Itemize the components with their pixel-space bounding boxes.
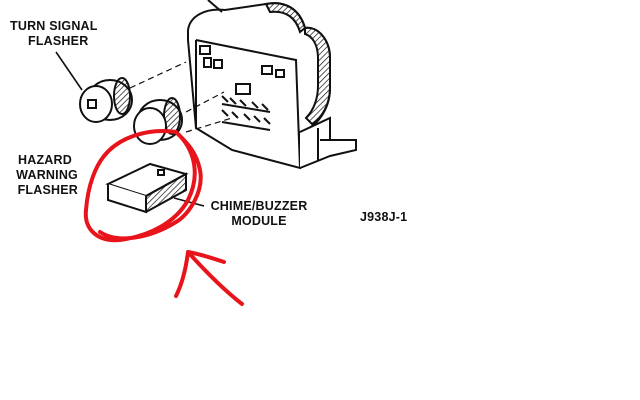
junction-block [187, 2, 357, 170]
red-arrow [174, 250, 244, 306]
red-circle [83, 129, 203, 243]
label-chime-line-2: MODULE [231, 214, 287, 228]
label-turn-signal-line-1: TURN SIGNAL [10, 19, 98, 33]
label-hazard-line-1: HAZARD [18, 153, 72, 167]
turn-signal-flasher-can [79, 77, 133, 123]
label-hazard-line-2: WARNING [16, 168, 78, 182]
label-hazard-warning-flasher: HAZARD WARNING FLASHER [2, 153, 78, 198]
red-annotation [83, 129, 244, 306]
label-hazard-line-3: FLASHER [17, 183, 78, 197]
label-turn-signal-line-2: FLASHER [28, 34, 89, 48]
label-chime-buzzer-module: CHIME/BUZZER MODULE [204, 199, 314, 229]
hazard-flasher-can [133, 97, 183, 145]
label-turn-signal-flasher: TURN SIGNAL FLASHER [10, 19, 120, 49]
chime-buzzer-module-box [105, 162, 189, 214]
figure-id: J938J-1 [360, 210, 408, 224]
label-chime-line-1: CHIME/BUZZER [210, 199, 308, 213]
